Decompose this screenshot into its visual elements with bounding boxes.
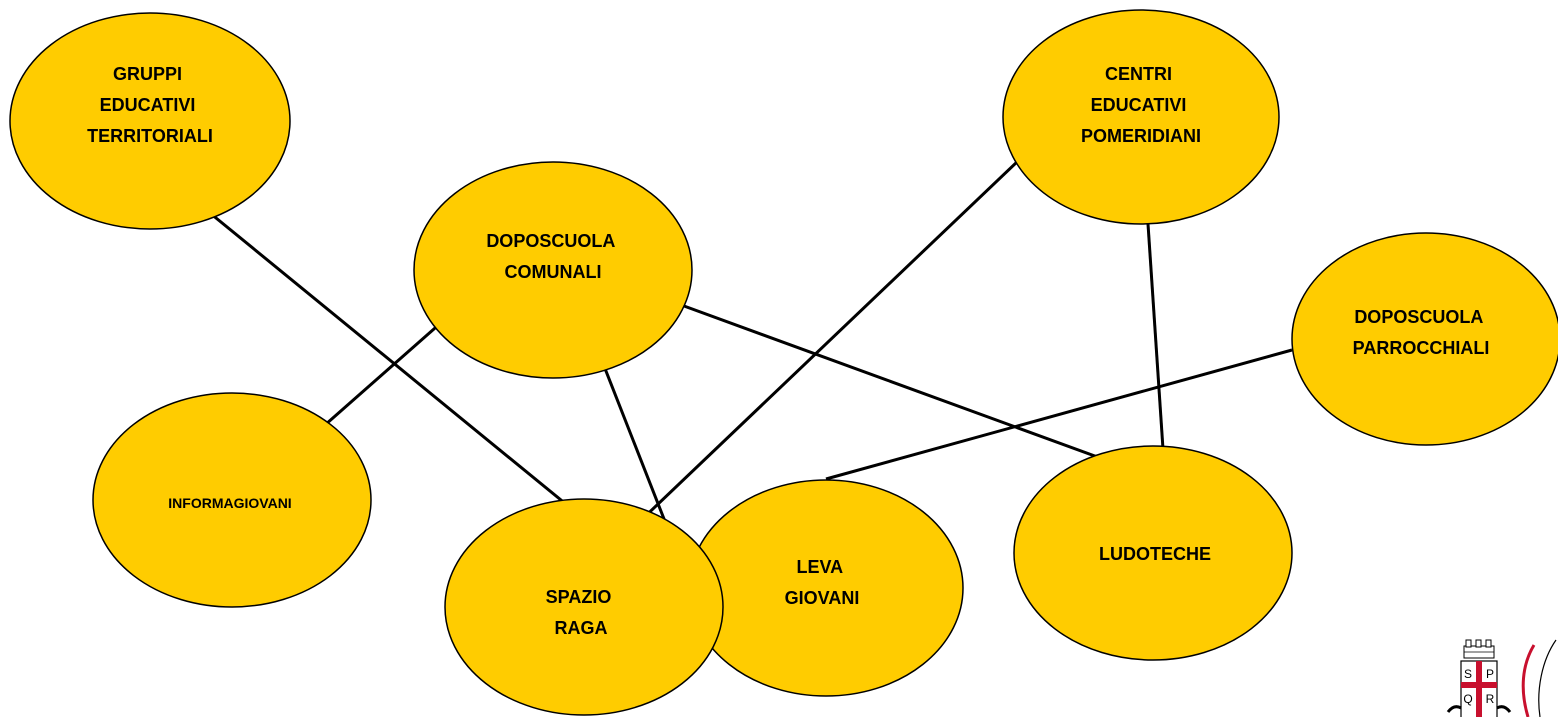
crown-icon [1463, 639, 1495, 659]
shield-cross-horizontal [1461, 682, 1497, 688]
shield-icon: S P Q R [1460, 660, 1498, 717]
node-leva-giovani: LEVA GIOVANI [688, 479, 964, 697]
diagram-nodes: GRUPPI EDUCATIVI TERRITORIALI CENTRI EDU… [9, 9, 1558, 716]
node-ludoteche-label: LUDOTECHE [1099, 544, 1211, 564]
edge-gruppi-spazio-raga [204, 207, 573, 511]
shield-letter-p: P [1486, 667, 1494, 681]
node-leva-giovani-line-2: GIOVANI [785, 588, 860, 608]
node-ludoteche-line-1: LUDOTECHE [1099, 544, 1211, 564]
shield-letter-r: R [1486, 692, 1495, 706]
node-doposcuola-comunali-line-2: COMUNALI [505, 262, 602, 282]
node-doposcuola-comunali-line-1: DOPOSCUOLA [486, 231, 615, 251]
node-doposcuola-comunali: DOPOSCUOLA COMUNALI [413, 161, 693, 379]
node-ludoteche: LUDOTECHE [1013, 445, 1293, 661]
node-centri-line-1: CENTRI [1105, 64, 1172, 84]
node-centri-educativi-pomeridiani: CENTRI EDUCATIVI POMERIDIANI [1002, 9, 1280, 225]
node-gruppi-line-1: GRUPPI [113, 64, 182, 84]
node-centri-ellipse [1002, 9, 1280, 225]
shield-letter-s: S [1464, 667, 1472, 681]
edge-doposcuola-comunali-ludoteche [683, 304, 1115, 465]
node-doposcuola-parrocchiali: DOPOSCUOLA PARROCCHIALI [1291, 232, 1558, 446]
node-spazio-raga-line-2: RAGA [555, 618, 608, 638]
node-doposcuola-parrocchiali-line-1: DOPOSCUOLA [1354, 307, 1483, 327]
city-emblem: S P Q R [1446, 639, 1557, 717]
node-gruppi-educativi-territoriali: GRUPPI EDUCATIVI TERRITORIALI [9, 12, 291, 230]
shield-cross-vertical [1476, 661, 1482, 717]
edge-centri-ludoteche [1146, 223, 1165, 450]
node-gruppi-line-3: TERRITORIALI [87, 126, 213, 146]
edge-doposcuola-parrocchiali-leva-giovani [825, 348, 1293, 481]
edge-doposcuola-comunali-informagiovani [316, 319, 444, 434]
node-spazio-raga-ellipse [444, 498, 724, 716]
node-gruppi-label: GRUPPI EDUCATIVI TERRITORIALI [87, 64, 213, 146]
node-informagiovani-line-1: INFORMAGIOVANI [168, 495, 291, 511]
diagram-edges [204, 158, 1293, 528]
node-spazio-raga: SPAZIO RAGA [444, 498, 724, 716]
node-centri-line-3: POMERIDIANI [1081, 126, 1201, 146]
node-ludoteche-ellipse [1013, 445, 1293, 661]
node-gruppi-ellipse [9, 12, 291, 230]
node-doposcuola-parrocchiali-ellipse [1291, 232, 1558, 446]
node-doposcuola-parrocchiali-line-2: PARROCCHIALI [1353, 338, 1490, 358]
node-informagiovani-ellipse [92, 392, 372, 608]
node-spazio-raga-line-1: SPAZIO [546, 587, 612, 607]
node-doposcuola-comunali-ellipse [413, 161, 693, 379]
scroll-left-icon [1446, 705, 1462, 713]
node-leva-giovani-label: LEVA GIOVANI [785, 557, 860, 608]
node-centri-label: CENTRI EDUCATIVI POMERIDIANI [1081, 64, 1201, 146]
edge-centri-spazio-raga [633, 158, 1021, 528]
node-gruppi-line-2: EDUCATIVI [100, 95, 196, 115]
node-informagiovani-label: INFORMAGIOVANI [168, 495, 291, 511]
node-leva-giovani-line-1: LEVA [796, 557, 843, 577]
node-spazio-raga-label: SPAZIO RAGA [546, 587, 617, 638]
node-informagiovani: INFORMAGIOVANI [92, 392, 372, 608]
node-doposcuola-parrocchiali-label: DOPOSCUOLA PARROCCHIALI [1353, 307, 1490, 358]
swoosh-logo-icon [1521, 639, 1557, 717]
edge-doposcuola-comunali-leva-giovani [602, 365, 668, 525]
scroll-right-icon [1496, 705, 1512, 713]
node-centri-line-2: EDUCATIVI [1091, 95, 1187, 115]
shield-letter-q: Q [1463, 692, 1472, 706]
node-doposcuola-comunali-label: DOPOSCUOLA COMUNALI [486, 231, 619, 282]
